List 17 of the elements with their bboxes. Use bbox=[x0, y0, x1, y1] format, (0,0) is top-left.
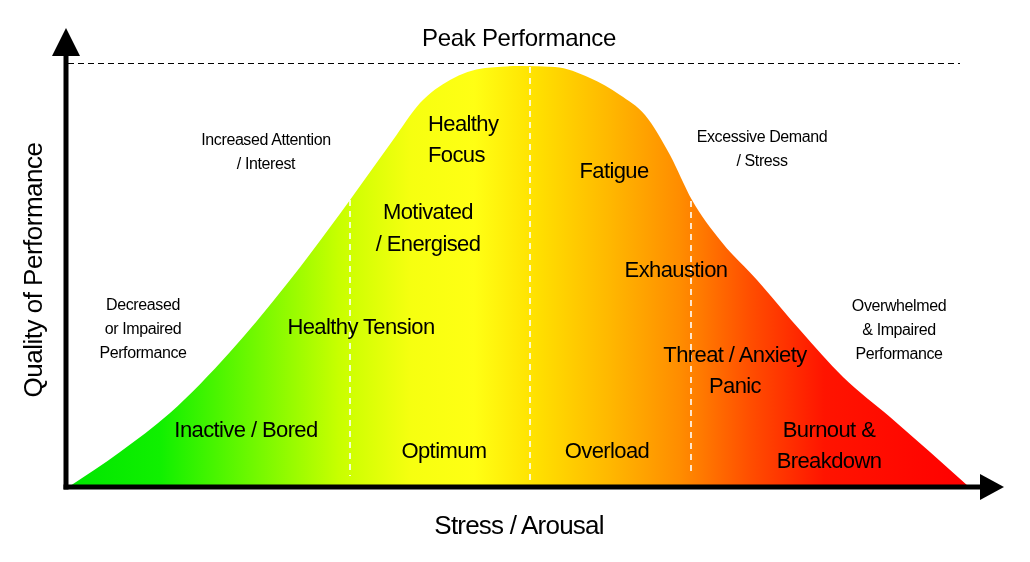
peak-performance-label: Peak Performance bbox=[422, 22, 616, 52]
zone-label: Healthy Tension bbox=[287, 314, 435, 340]
curve-annotation: Excessive Demand / Stress bbox=[696, 127, 828, 171]
zone-label: Burnout & Breakdown bbox=[776, 416, 882, 475]
zone-label: Overload bbox=[564, 438, 650, 464]
y-axis-label: Quality of Performance bbox=[17, 142, 49, 398]
curve-annotation: Decreased or Impaired Performance bbox=[99, 295, 187, 363]
zone-label: Exhaustion bbox=[624, 257, 728, 283]
zone-label: Threat / Anxiety Panic bbox=[663, 341, 807, 400]
zone-label: Fatigue bbox=[579, 158, 649, 184]
zone-label: Healthy Focus bbox=[428, 110, 499, 169]
zone-label: Optimum bbox=[401, 438, 487, 464]
zone-label: Motivated / Energised bbox=[375, 198, 481, 258]
zone-label: Inactive / Bored bbox=[174, 417, 318, 443]
curve-annotation: Overwhelmed & Impaired Performance bbox=[851, 296, 947, 364]
curve-annotation: Increased Attention / Interest bbox=[201, 130, 331, 174]
x-axis-label: Stress / Arousal bbox=[434, 509, 604, 541]
